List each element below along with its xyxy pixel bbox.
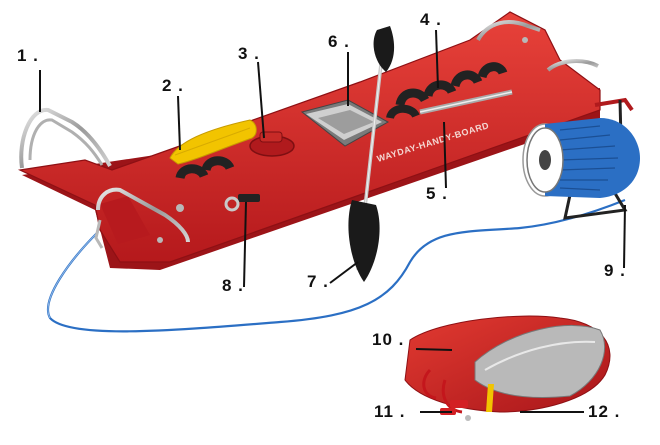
whistle-yellow xyxy=(486,384,494,412)
paddle-blade-lower xyxy=(348,200,380,282)
leader-lines xyxy=(39,29,626,413)
storage-compartment xyxy=(300,99,390,147)
leash-accessories xyxy=(422,368,494,421)
label-6: 6 . xyxy=(328,32,350,51)
label-10: 10 . xyxy=(372,330,405,349)
rope-line-shadow xyxy=(47,231,99,319)
paddle-blade-upper xyxy=(373,26,395,72)
float-buoy xyxy=(169,119,257,165)
rescue-board xyxy=(17,11,601,263)
board-tail-notch xyxy=(100,196,150,244)
front-handle-rail xyxy=(19,108,112,169)
storage-bag xyxy=(404,315,611,413)
label-7: 7 . xyxy=(307,272,329,291)
bag-silver-lining xyxy=(474,324,605,398)
label-9: 9 . xyxy=(604,261,626,280)
label-2: 2 . xyxy=(162,76,184,95)
side-rail-top xyxy=(476,20,541,42)
label-1: 1 . xyxy=(17,46,39,65)
paddle xyxy=(348,26,395,282)
label-8: 8 . xyxy=(222,276,244,295)
foot-straps xyxy=(175,62,508,180)
label-5: 5 . xyxy=(426,184,448,203)
rope-cleat xyxy=(224,194,260,212)
label-11: 11 . xyxy=(374,402,406,421)
label-12: 12 . xyxy=(588,402,621,421)
label-4: 4 . xyxy=(420,10,442,29)
rope-reel xyxy=(522,97,640,220)
side-rail-right xyxy=(546,59,599,72)
rear-handle-rail xyxy=(96,187,190,243)
label-3: 3 . xyxy=(238,44,260,63)
